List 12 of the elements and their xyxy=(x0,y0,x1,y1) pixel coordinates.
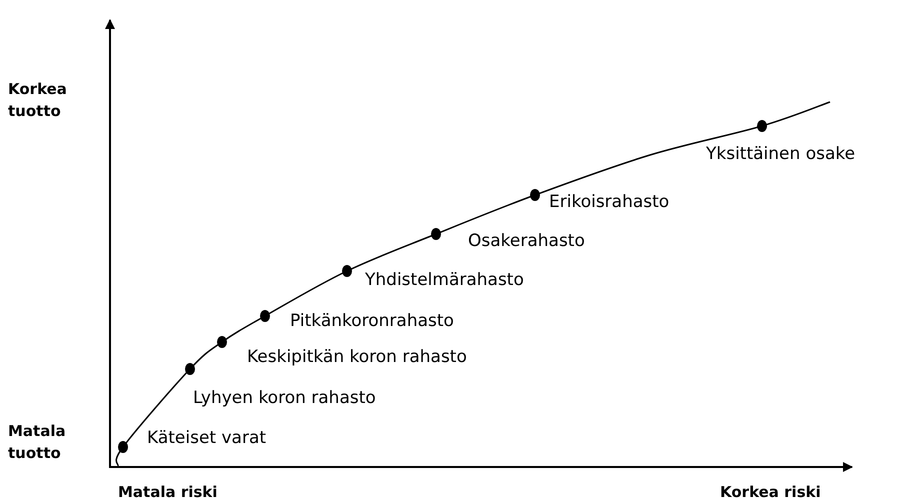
point-label: Osakerahasto xyxy=(468,230,585,253)
point-label: Yksittäinen osake xyxy=(706,143,856,166)
axis-label: Korkea tuotto xyxy=(8,79,68,122)
axis-label: Matala tuotto xyxy=(8,421,67,464)
point-label: Käteiset varat xyxy=(147,427,266,450)
point-label: Yhdistelmärahasto xyxy=(365,269,524,292)
point-label: Pitkänkoronrahasto xyxy=(290,310,454,333)
point-label: Lyhyen koron rahasto xyxy=(193,387,376,410)
point-label: Keskipitkän koron rahasto xyxy=(247,346,467,369)
axis-label: Matala riski xyxy=(118,482,218,502)
point-label: Erikoisrahasto xyxy=(549,191,670,214)
axis-label: Korkea riski xyxy=(720,482,821,502)
